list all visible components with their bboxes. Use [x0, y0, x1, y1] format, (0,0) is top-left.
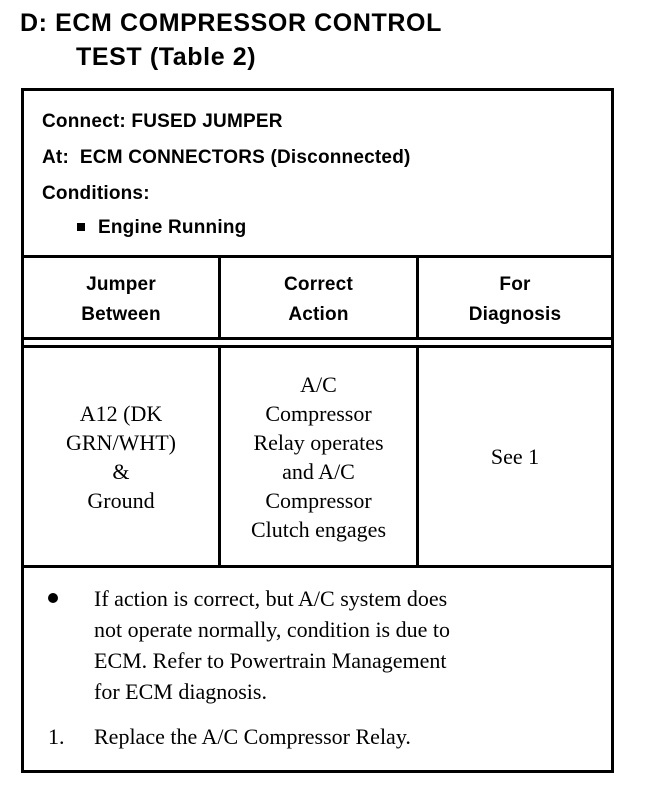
conditions-block: Connect: FUSED JUMPER At: ECM CONNECTORS…: [24, 91, 611, 258]
column-header-correct-action: Correct Action: [221, 258, 419, 340]
square-bullet-icon: [77, 223, 85, 231]
cell-text: A12 (DK GRN/WHT) & Ground: [66, 400, 176, 513]
page-title-line-2: TEST (Table 2): [76, 43, 257, 71]
connect-line: Connect: FUSED JUMPER: [42, 111, 283, 132]
column-header-line: For: [499, 274, 531, 295]
table-row: A12 (DK GRN/WHT) & Ground A/C Compressor…: [24, 348, 611, 568]
header-divider-upper: [24, 337, 611, 340]
table-header-row: Jumper Between Correct Action For Diagno…: [24, 258, 611, 340]
footnotes-section: If action is correct, but A/C system doe…: [24, 571, 611, 770]
column-header-for-diagnosis: For Diagnosis: [419, 258, 611, 340]
footnote-text: Replace the A/C Compressor Relay.: [94, 724, 411, 749]
footnote-bullet: If action is correct, but A/C system doe…: [38, 583, 597, 707]
round-bullet-icon: [38, 583, 94, 707]
cell-correct-action: A/C Compressor Relay operates and A/C Co…: [221, 348, 419, 565]
cell-for-diagnosis: See 1: [419, 348, 611, 565]
cell-text: See 1: [490, 444, 540, 469]
footnote-text: If action is correct, but A/C system doe…: [94, 586, 450, 704]
footnote-numbered-1: 1. Replace the A/C Compressor Relay.: [38, 721, 597, 752]
footnote-marker: 1.: [48, 724, 65, 749]
diagnostic-table: Connect: FUSED JUMPER At: ECM CONNECTORS…: [21, 88, 614, 773]
column-header-line: Correct: [284, 274, 353, 295]
column-header-line: Action: [288, 304, 349, 325]
header-divider-lower: [24, 345, 611, 348]
cell-jumper-between: A12 (DK GRN/WHT) & Ground: [24, 348, 221, 565]
conditions-label: Conditions:: [42, 183, 150, 204]
condition-item: Engine Running: [42, 212, 611, 244]
at-line: At: ECM CONNECTORS (Disconnected): [42, 147, 411, 168]
column-header-line: Jumper: [86, 274, 156, 295]
cell-text: A/C Compressor Relay operates and A/C Co…: [250, 371, 387, 542]
column-header-line: Between: [81, 304, 161, 325]
column-header-line: Diagnosis: [468, 304, 562, 325]
column-header-jumper-between: Jumper Between: [24, 258, 221, 340]
condition-item-label: Engine Running: [98, 217, 247, 238]
page-title: D: ECM COMPRESSOR CONTROL TEST (Table 2): [20, 6, 640, 74]
page-title-line-1: D: ECM COMPRESSOR CONTROL: [20, 9, 442, 37]
